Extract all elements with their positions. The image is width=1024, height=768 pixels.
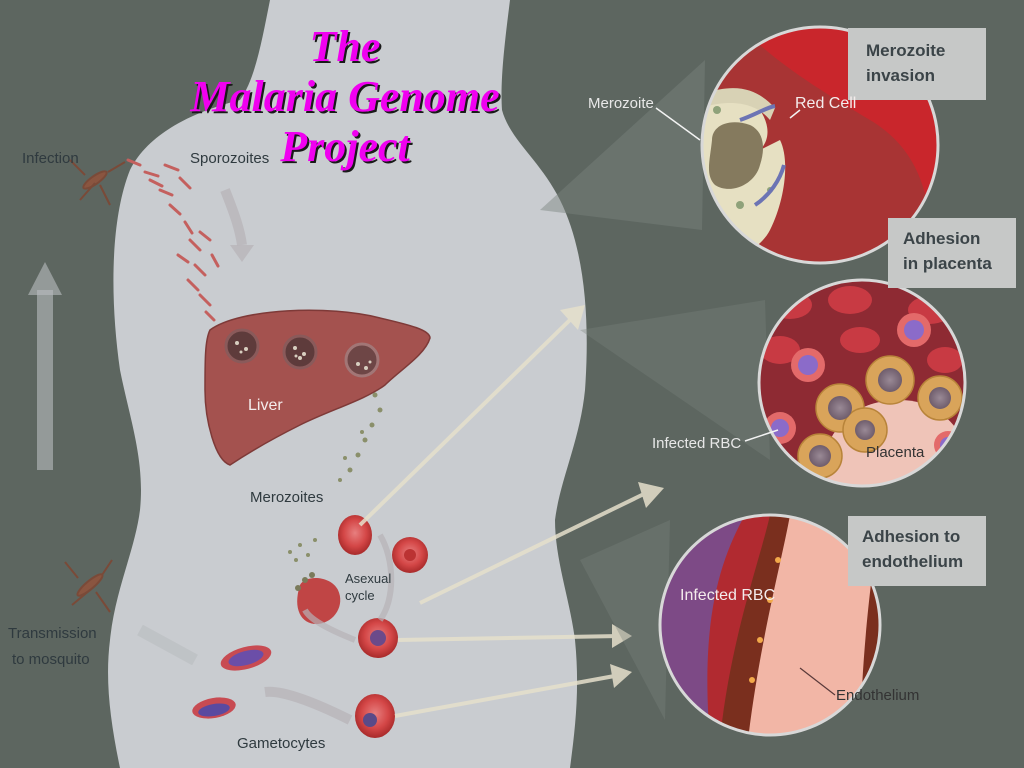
merozoites-label: Merozoites <box>250 489 323 506</box>
gametocyte-arrow <box>264 686 353 725</box>
asexual-cycle-cells <box>295 515 428 738</box>
placenta-label: Placenta <box>866 444 925 461</box>
sporozoite-arrow <box>220 188 247 246</box>
title-line-1: The <box>309 22 381 71</box>
red-cell-label: Red Cell <box>795 95 856 112</box>
transmission-label-2: to mosquito <box>12 651 90 668</box>
asexual-cycle-label-2: cycle <box>345 588 375 603</box>
endothelium-infected-rbc-label: Infected RBC <box>680 587 775 604</box>
mosquito-infection-icon <box>69 159 126 206</box>
infection-label: Infection <box>22 150 79 167</box>
return-arrow-head <box>28 262 62 295</box>
sporozoites-label: Sporozoites <box>190 150 269 167</box>
asexual-cycle-label-1: Asexual <box>345 571 391 586</box>
mosquito-transmission-icon <box>64 559 113 613</box>
transmission-label-1: Transmission <box>8 625 97 642</box>
title-line-3: Project <box>280 122 410 171</box>
adhesion-placenta-box <box>888 218 1016 288</box>
liver-infected-cells <box>224 328 380 378</box>
gametocytes-label: Gametocytes <box>237 735 325 752</box>
slide-title: The Malaria Genome Project <box>120 22 570 172</box>
adhesion-placenta-title-2: in placenta <box>903 254 992 273</box>
panel1-projection <box>540 60 705 230</box>
sporozoites <box>126 158 220 322</box>
endothelium-label: Endothelium <box>836 687 919 704</box>
placenta-infected-rbc-label: Infected RBC <box>652 435 741 452</box>
adhesion-endothelium-title-2: endothelium <box>862 552 963 571</box>
merozoite-invasion-box <box>848 28 986 100</box>
merozoite-trail <box>288 392 383 562</box>
adhesion-endothelium-box <box>848 516 986 586</box>
adhesion-endothelium-title-1: Adhesion to <box>862 527 960 546</box>
panel-adhesion-endothelium <box>658 513 882 737</box>
panel3-projection <box>580 520 670 720</box>
merozoite-invasion-title-2: invasion <box>866 66 935 85</box>
title-line-2: Malaria Genome <box>190 72 500 121</box>
liver-label: Liver <box>248 397 283 414</box>
merozoite-label: Merozoite <box>588 95 654 112</box>
to-mosquito-arrow <box>137 624 198 666</box>
adhesion-placenta-title-1: Adhesion <box>903 229 980 248</box>
panel2-projection <box>580 300 770 460</box>
sporozoite-arrow-head <box>230 245 254 262</box>
gametocytes <box>192 645 272 719</box>
panel-arrows <box>358 305 664 718</box>
merozoite-invasion-title-1: Merozoite <box>866 41 945 60</box>
